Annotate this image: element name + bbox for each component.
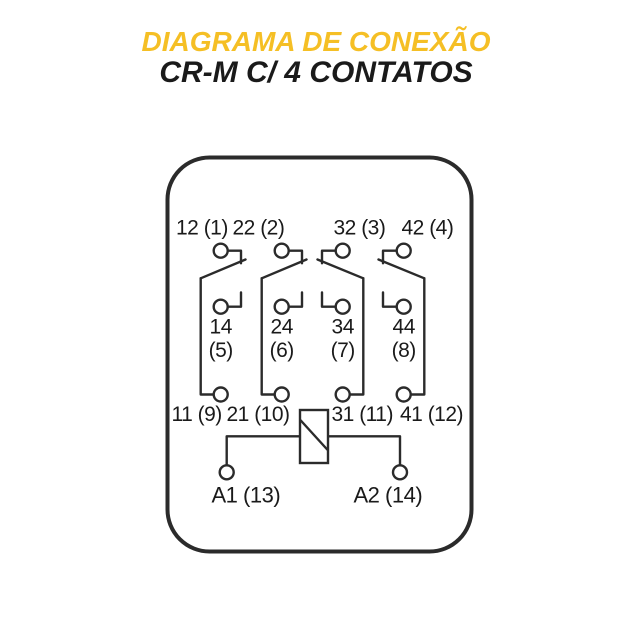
terminal-14-pin-label: (5): [209, 339, 233, 362]
contact-lever-2: [260, 258, 308, 280]
page-title: DIAGRAMA DE CONEXÃO: [141, 26, 491, 57]
terminal-32-circle: [334, 242, 351, 259]
nc-link-1: [226, 249, 243, 265]
common-link-3: [348, 277, 365, 396]
terminal-42-circle: [395, 242, 412, 259]
terminal-24-pin-label: (6): [270, 339, 294, 362]
no-link-2: [287, 291, 304, 308]
terminal-41-label: 41 (12): [400, 403, 463, 426]
terminal-24-label: 24: [271, 316, 294, 339]
terminal-34-circle: [334, 298, 351, 315]
no-link-4: [381, 291, 398, 308]
terminal-a1-circle: [218, 464, 235, 481]
nc-link-3: [320, 249, 337, 265]
terminal-41-circle: [395, 386, 412, 403]
contact-pole-4: 42 (4) 44 (8) 41 (12): [377, 217, 464, 426]
contact-pole-2: 22 (2) 24 (6) 21 (10): [227, 217, 308, 426]
contact-pole-1: 12 (1) 14 (5) 11 (9): [172, 217, 247, 426]
terminal-a1-label: A1 (13): [212, 483, 281, 508]
coil-symbol: A1 (13) A2 (14): [212, 408, 423, 508]
contact-pole-3: 32 (3) 34 (7) 31 (11): [316, 217, 393, 426]
terminal-14-label: 14: [210, 316, 233, 339]
terminal-22-label: 22 (2): [233, 217, 285, 240]
terminal-34-pin-label: (7): [331, 339, 355, 362]
contact-lever-4: [377, 258, 426, 280]
terminal-24-circle: [273, 298, 290, 315]
terminal-12-label: 12 (1): [176, 217, 228, 240]
terminal-21-circle: [273, 386, 290, 403]
common-link-4: [409, 277, 426, 396]
coil-wire-a2: [326, 435, 402, 467]
terminal-31-circle: [334, 386, 351, 403]
common-link-2: [260, 277, 276, 396]
no-link-3: [320, 291, 337, 308]
terminal-34-label: 34: [332, 316, 355, 339]
terminal-a2-label: A2 (14): [354, 483, 423, 508]
terminal-21-label: 21 (10): [227, 403, 290, 426]
contact-lever-1: [199, 258, 247, 280]
terminal-42-label: 42 (4): [402, 217, 454, 240]
no-link-1: [226, 291, 243, 308]
terminal-44-pin-label: (8): [392, 339, 416, 362]
nc-link-2: [287, 249, 304, 265]
terminal-14-circle: [212, 298, 229, 315]
page-subtitle: CR-M C/ 4 CONTATOS: [159, 56, 473, 89]
contact-lever-3: [316, 258, 365, 280]
terminal-32-label: 32 (3): [334, 217, 386, 240]
terminal-12-circle: [212, 242, 229, 259]
common-link-1: [199, 277, 215, 396]
terminal-11-label: 11 (9): [172, 403, 222, 426]
terminal-11-circle: [212, 386, 229, 403]
terminal-31-label: 31 (11): [332, 403, 393, 426]
nc-link-4: [381, 249, 398, 265]
terminal-22-circle: [273, 242, 290, 259]
coil-diagonal: [299, 419, 329, 451]
relay-body-outline: [165, 155, 474, 554]
terminal-a2-circle: [391, 464, 409, 481]
terminal-44-label: 44: [393, 316, 416, 339]
terminal-44-circle: [395, 298, 412, 315]
coil-wire-a1: [225, 435, 302, 467]
